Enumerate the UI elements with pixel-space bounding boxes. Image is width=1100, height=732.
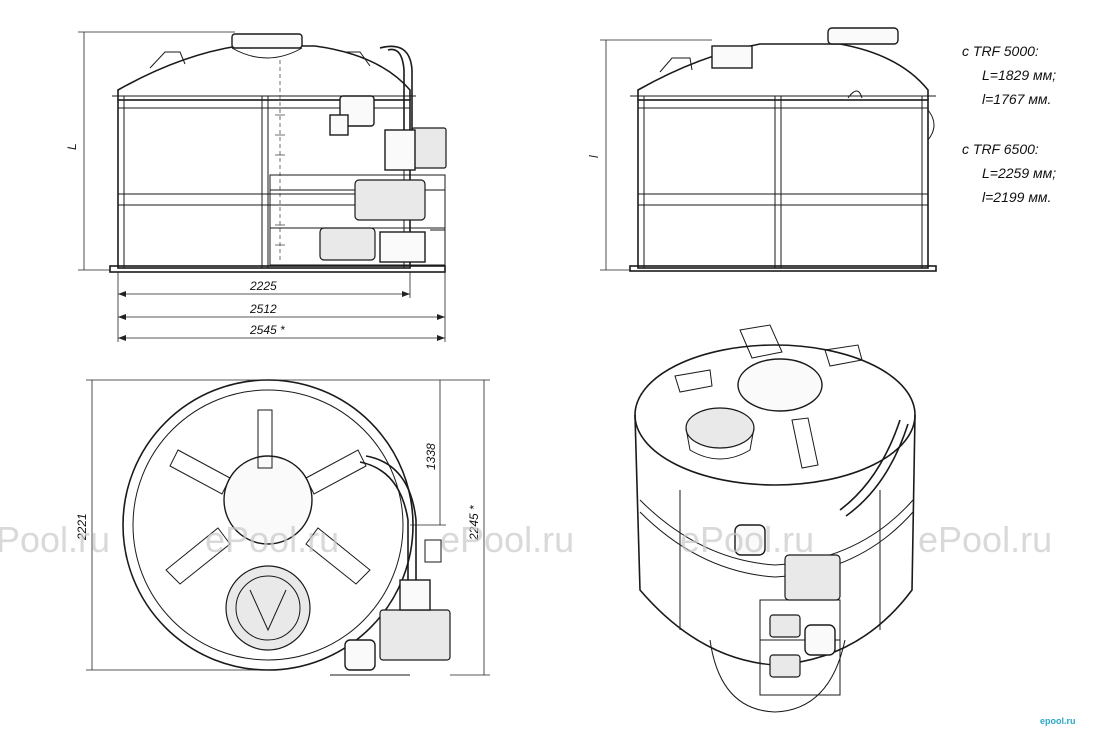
note-trf6500-head: c TRF 6500: (962, 141, 1039, 157)
dim-1338-label: 1338 (424, 443, 438, 470)
watermark: ePool.ru (918, 519, 1052, 560)
dim-2545-label: 2545 * (249, 323, 285, 337)
dim-2245-label: 2245 * (467, 505, 481, 541)
model-notes: c TRF 5000: L=1829 мм; l=1767 мм. c TRF … (962, 43, 1056, 205)
dim-2512-label: 2512 (249, 302, 277, 316)
dim-2225-label: 2225 (249, 279, 277, 293)
front-view: l (587, 27, 937, 272)
watermark: ePool.ru (440, 519, 574, 560)
dim-L-label: L (65, 143, 79, 150)
note-trf5000-L: L=1829 мм; (982, 67, 1056, 83)
side-view: L 2225 2512 2545 * (65, 31, 447, 342)
watermark: Pool.ru (0, 519, 110, 560)
dim-l-label: l (587, 155, 601, 158)
epool-logo: epool.ru (1040, 716, 1076, 726)
note-trf5000-head: c TRF 5000: (962, 43, 1039, 59)
note-trf6500-L: L=2259 мм; (982, 165, 1056, 181)
note-trf5000-l: l=1767 мм. (982, 91, 1051, 107)
dim-2221-label: 2221 (75, 513, 89, 541)
isometric-view (634, 324, 916, 713)
watermarks: Pool.ru ePool.ru ePool.ru ePool.ru ePool… (0, 519, 1052, 560)
watermark: ePool.ru (680, 519, 814, 560)
top-view: 2221 1338 2245 * (75, 379, 490, 676)
watermark: ePool.ru (205, 519, 339, 560)
note-trf6500-l: l=2199 мм. (982, 189, 1051, 205)
